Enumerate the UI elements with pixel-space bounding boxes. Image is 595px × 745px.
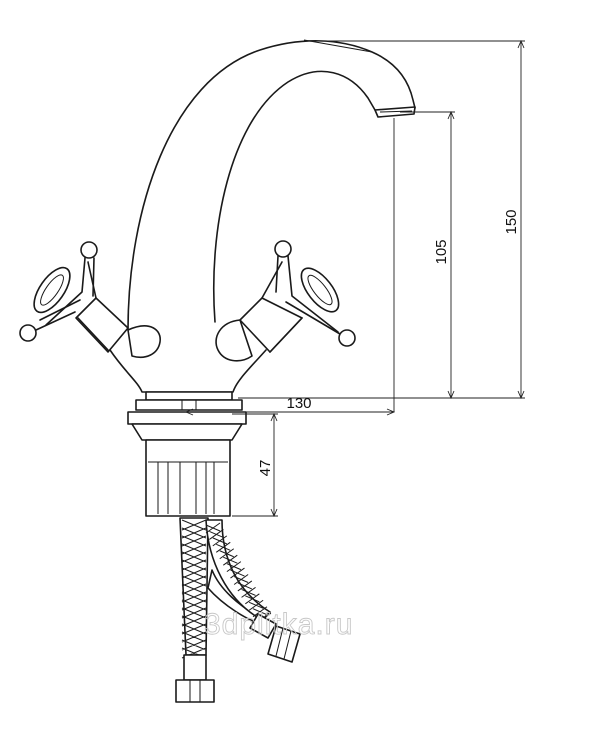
- body: [109, 349, 267, 411]
- dimension-lines: [184, 39, 525, 518]
- left-handle: [19, 241, 161, 358]
- dimension-total-height: 150: [503, 209, 520, 234]
- curved-hose-braid: [205, 522, 272, 624]
- spout: [127, 39, 416, 331]
- hose-braid-pattern: [181, 519, 207, 659]
- dimension-spout-reach: 130: [286, 395, 311, 412]
- dimension-base-height: 47: [257, 460, 274, 477]
- braided-hoses: [175, 517, 301, 703]
- dimension-spout-height: 105: [433, 239, 450, 264]
- watermark: 3dplitka.ru: [204, 608, 353, 641]
- right-handle: [215, 240, 356, 362]
- mounting-shank: [127, 411, 247, 517]
